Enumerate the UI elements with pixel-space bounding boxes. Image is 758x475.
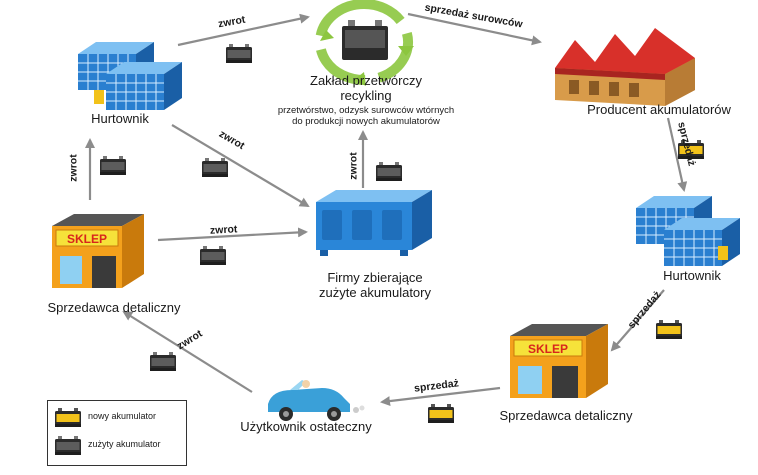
legend: nowy akumulator zużyty akumulator xyxy=(47,400,187,466)
warehouse-right-icon xyxy=(635,195,741,267)
collection-crate-icon xyxy=(316,190,432,256)
new-battery-icon xyxy=(656,320,682,339)
recycler-title-line1: Zakład przetwórczy xyxy=(310,73,422,88)
used-battery-icon xyxy=(202,158,228,177)
used-battery-icon xyxy=(376,162,402,181)
used-battery-icon xyxy=(150,352,176,371)
arrow-producer-to-wholesaler xyxy=(666,117,688,192)
new-battery-icon xyxy=(55,408,81,427)
retailer-right-title: Sprzedawca detaliczny xyxy=(499,408,633,423)
used-battery-icon xyxy=(55,436,81,455)
flow-arrows xyxy=(85,12,688,407)
producer-title: Producent akumulatorów xyxy=(587,102,731,117)
arrow-wholesaler-to-collector xyxy=(171,124,310,208)
used-battery-icon xyxy=(226,44,252,63)
collector-title-line2: zużyte akumulatory xyxy=(319,285,431,300)
shop-right-icon: SKLEP xyxy=(510,324,608,398)
legend-label-new: nowy akumulator xyxy=(88,411,157,421)
arrow-retailer-to-user xyxy=(380,386,501,407)
arrow-recycler-to-producer xyxy=(407,12,542,46)
new-battery-icon xyxy=(428,404,454,423)
shop-sign-left: SKLEP xyxy=(67,232,107,246)
flow-label-zwrot-retailer-collector: zwrot xyxy=(209,223,238,237)
retailer-left-title: Sprzedawca detaliczny xyxy=(47,300,181,315)
legend-label-used: zużyty akumulator xyxy=(88,439,161,449)
arrow-wholesaler-to-retailer xyxy=(610,289,665,352)
end-user-title: Użytkownik ostateczny xyxy=(240,419,372,434)
warehouse-left-icon xyxy=(77,41,183,111)
arrow-wholesaler-to-recycler xyxy=(177,13,310,47)
recycler-icon xyxy=(315,0,414,86)
arrow-user-to-retailer xyxy=(122,310,253,393)
wholesaler-left-title: Hurtownik xyxy=(91,111,149,126)
arrow-retailer-to-collector xyxy=(157,227,308,242)
used-battery-icon xyxy=(200,246,226,265)
car-icon xyxy=(268,380,365,421)
used-battery-icon xyxy=(100,156,126,175)
shop-sign-right: SKLEP xyxy=(528,342,568,356)
legend-item-new: nowy akumulator xyxy=(54,407,182,429)
collector-title-line1: Firmy zbierające xyxy=(327,270,423,285)
recycler-subtitle-line1: przetwórstwo, odzysk surowców wtórnych xyxy=(277,105,455,116)
recycler-title-line2: recykling xyxy=(340,88,392,103)
recycler-subtitle-line2: do produkcji nowych akumulatorów xyxy=(292,116,440,127)
flow-label-zwrot-collector: zwrot xyxy=(347,152,360,180)
flow-label-zwrot-retailer: zwrot xyxy=(67,154,80,182)
wholesaler-right-title: Hurtownik xyxy=(663,268,721,283)
shop-left-icon: SKLEP xyxy=(52,214,144,288)
factory-icon xyxy=(555,28,695,106)
legend-item-used: zużyty akumulator xyxy=(54,435,182,457)
